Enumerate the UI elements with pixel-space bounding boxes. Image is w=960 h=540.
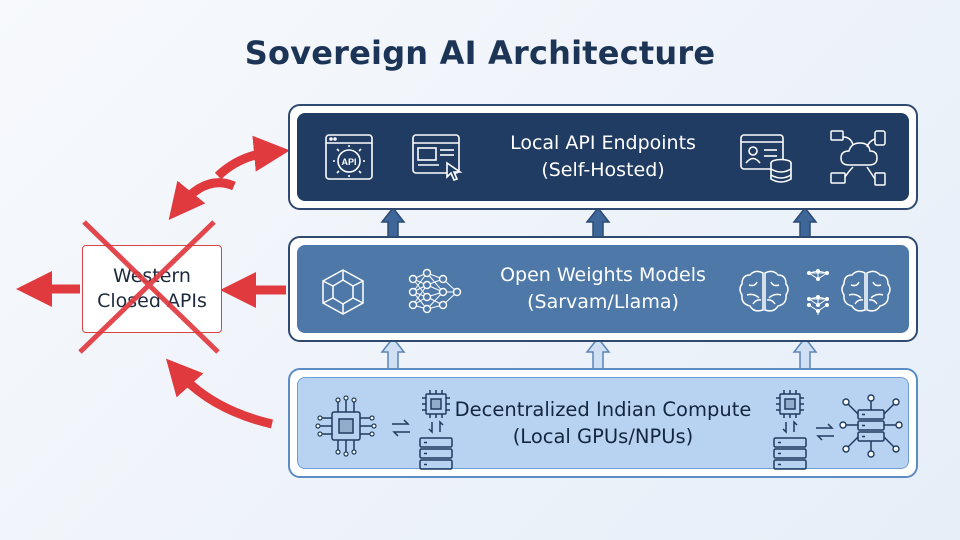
layer-bottom-subtitle: (Local GPUs/NPUs) (512, 425, 694, 448)
api-gear-icon: API (325, 134, 373, 180)
arrow-up-mt-3 (792, 206, 818, 239)
cloud-network-icon (830, 130, 886, 186)
browser-click-icon (412, 134, 463, 181)
cpu-chip-icon (315, 395, 377, 457)
arrows-middle-to-top (380, 206, 818, 239)
red-arrow-top-curve-b (214, 135, 290, 180)
arrow-up-mt-2 (585, 206, 611, 239)
layer-open-weights-models: Open Weights Models (Sarvam/Llama) (288, 236, 918, 342)
exchange-arrows-icon (816, 423, 834, 441)
diagram-title: Sovereign AI Architecture (244, 34, 716, 72)
exchange-arrows-icon (392, 419, 410, 437)
small-network-icon (807, 269, 829, 315)
chip-server-icon (419, 390, 453, 470)
layer-middle-title: Open Weights Models (500, 264, 706, 286)
neural-network-icon (408, 268, 462, 314)
api-icon-text: API (341, 157, 356, 167)
arrow-up-mt-1 (380, 206, 406, 239)
layer-top-title: Local API Endpoints (510, 132, 696, 154)
arrow-up-bm-1 (380, 336, 406, 371)
profile-database-icon (740, 134, 792, 183)
layer-local-api-endpoints: Local API Endpoints (Self-Hosted) API (288, 104, 918, 210)
layer-middle-subtitle: (Sarvam/Llama) (527, 291, 679, 313)
layer-top-subtitle: (Self-Hosted) (541, 159, 665, 181)
arrow-up-bm-2 (585, 336, 611, 371)
cube-icon (322, 269, 364, 315)
arrows-bottom-to-middle (380, 336, 818, 371)
layer-bottom-title: Decentralized Indian Compute (454, 398, 752, 421)
chip-server-icon (773, 390, 807, 470)
brain-icon (841, 270, 891, 312)
red-arrow-bottom-curve (165, 358, 274, 429)
server-network-icon (839, 394, 903, 458)
layer-decentralized-compute: Decentralized Indian Compute (Local GPUs… (288, 368, 918, 478)
red-arrow-top-curve (168, 178, 236, 220)
arrow-up-bm-3 (792, 336, 818, 371)
reject-arrows (16, 135, 290, 429)
brain-icon (739, 270, 789, 312)
